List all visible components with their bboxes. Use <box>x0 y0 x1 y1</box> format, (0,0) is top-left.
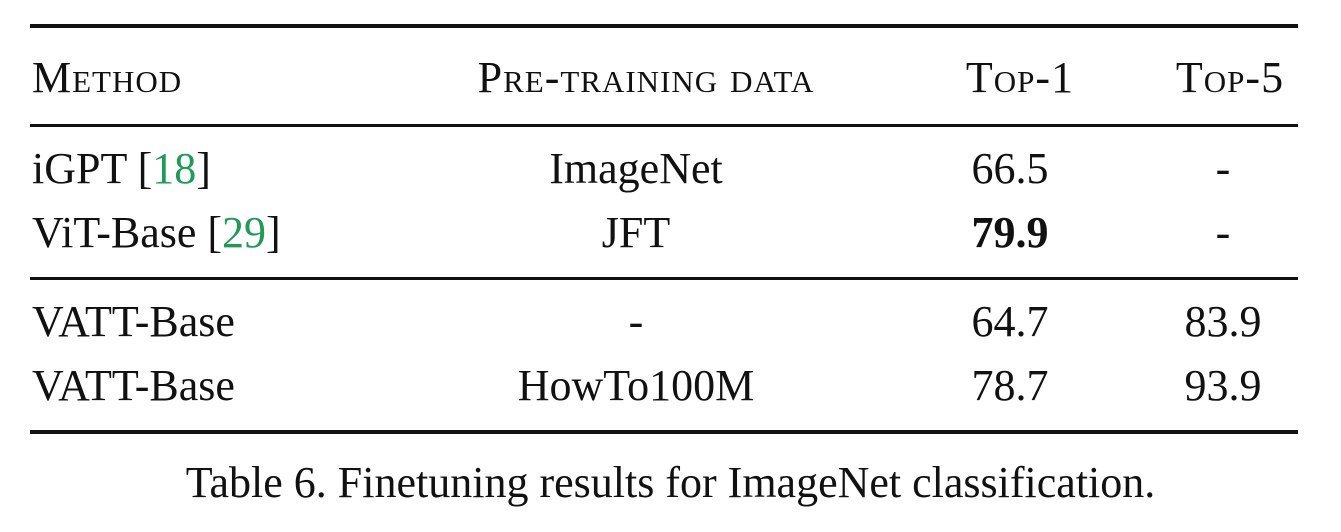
header-top1: Top-1 <box>965 53 1075 102</box>
top1-cell: 78.7 <box>971 361 1049 410</box>
table-row: VATT-Base HowTo100M 78.7 93.9 <box>30 354 1298 418</box>
top-rule <box>30 24 1298 28</box>
header-pretraining-data: Pre-training data <box>477 53 815 102</box>
results-table: Method Pre-training data Top-1 Top-5 iGP… <box>30 24 1298 434</box>
top1-cell: 66.5 <box>971 144 1049 193</box>
pretraining-cell: ImageNet <box>549 144 723 193</box>
header-method: Method <box>32 53 183 102</box>
top5-cell: - <box>1215 144 1231 193</box>
citation-link[interactable]: 18 <box>152 144 197 193</box>
pretraining-cell: JFT <box>601 208 671 257</box>
top5-cell: 83.9 <box>1184 297 1262 346</box>
table-row: ViT-Base [29] JFT 79.9 - <box>30 201 1298 265</box>
group-rule <box>30 277 1298 280</box>
header-rule <box>30 124 1298 127</box>
method-name: ViT-Base <box>32 208 197 257</box>
table-caption: Table 6. Finetuning results for ImageNet… <box>185 458 1156 507</box>
method-cell: iGPT [18] <box>32 144 211 193</box>
top5-cell: - <box>1215 208 1231 257</box>
top1-cell: 64.7 <box>971 297 1049 346</box>
pretraining-cell: - <box>628 297 644 346</box>
method-cell: VATT-Base <box>32 361 235 410</box>
table-row: VATT-Base - 64.7 83.9 <box>30 290 1298 354</box>
table-row: iGPT [18] ImageNet 66.5 - <box>30 137 1298 201</box>
pretraining-cell: HowTo100M <box>517 361 755 410</box>
top5-cell: 93.9 <box>1184 361 1262 410</box>
method-name: iGPT <box>32 144 127 193</box>
header-row: Method Pre-training data Top-1 Top-5 <box>30 28 1298 124</box>
header-top5: Top-5 <box>1175 53 1285 102</box>
table-group-baselines: iGPT [18] ImageNet 66.5 - ViT-Base [29] … <box>30 127 1298 277</box>
top1-cell-best: 79.9 <box>971 208 1049 257</box>
table-group-vatt: VATT-Base - 64.7 83.9 VATT-Base HowTo100… <box>30 280 1298 430</box>
method-cell: VATT-Base <box>32 297 235 346</box>
method-cell: ViT-Base [29] <box>32 208 281 257</box>
citation-link[interactable]: 29 <box>222 208 267 257</box>
bottom-rule <box>30 430 1298 434</box>
